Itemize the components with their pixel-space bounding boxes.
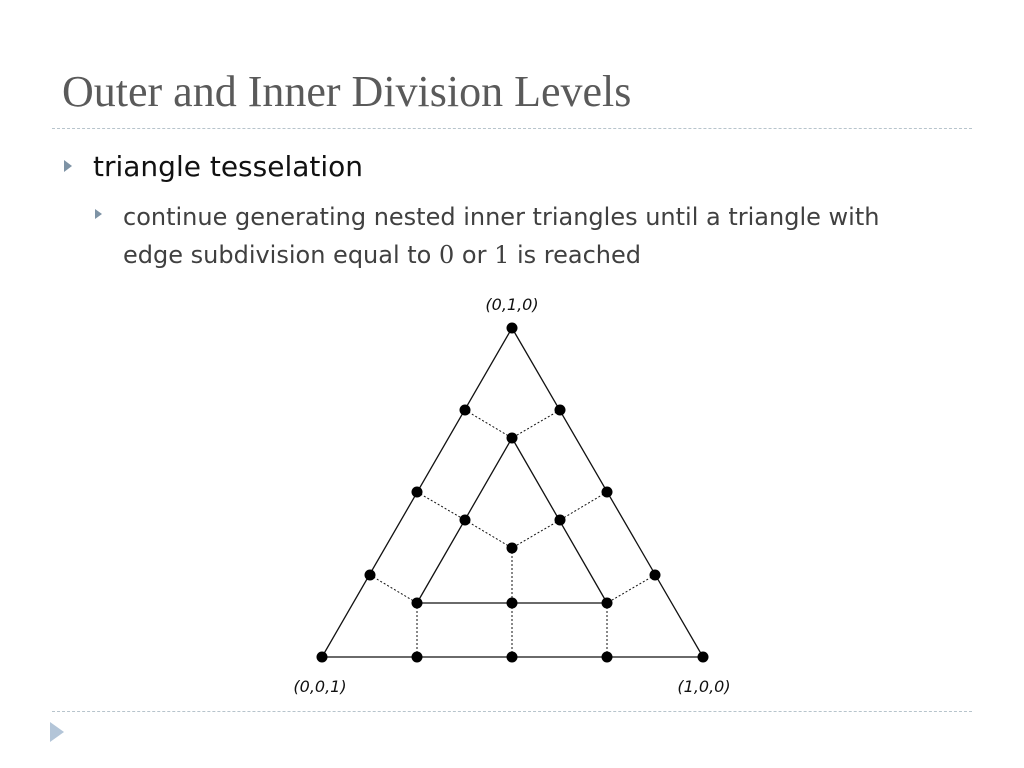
footer-divider (52, 711, 972, 712)
label-bottom-right-vertex: (1,0,0) (677, 677, 730, 696)
vertex (601, 651, 613, 663)
bullet-level2: continue generating nested inner triangl… (123, 198, 983, 274)
connector (559, 491, 608, 521)
value-zero: 0 (438, 241, 455, 269)
vertex (554, 514, 566, 526)
connector (464, 409, 513, 439)
vertex (506, 651, 518, 663)
vertex (506, 597, 518, 609)
slide-title: Outer and Inner Division Levels (62, 67, 632, 116)
vertex (411, 486, 423, 498)
vertex (506, 542, 518, 554)
vertex (411, 597, 423, 609)
connector (464, 519, 513, 549)
value-one: 1 (494, 241, 510, 269)
or-word: or (454, 241, 495, 269)
vertex (506, 432, 518, 444)
bullet-level2-prefix: edge subdivision equal to (123, 241, 439, 269)
label-top-vertex: (0,1,0) (485, 295, 538, 314)
inner-triangle (416, 437, 608, 604)
vertex (697, 651, 709, 663)
bullet-level2-line1: continue generating nested inner triangl… (123, 203, 880, 231)
vertex (506, 322, 518, 334)
vertices (316, 322, 709, 663)
bullet-level2-suffix: is reached (509, 241, 642, 269)
bullet-arrow-icon (64, 160, 72, 172)
connector (511, 519, 561, 549)
play-triangle-icon[interactable] (50, 722, 64, 742)
title-divider (52, 128, 972, 129)
vertex (601, 597, 613, 609)
connector (606, 574, 656, 604)
bullet-level2-line2: edge subdivision equal to 0 or 1 is reac… (123, 236, 983, 274)
sub-bullet-arrow-icon (95, 209, 102, 219)
bullet-level1: triangle tesselation (93, 150, 364, 183)
connector (416, 491, 466, 521)
vertex (554, 404, 566, 416)
vertex (364, 569, 376, 581)
vertex (411, 651, 423, 663)
vertex (649, 569, 661, 581)
vertex (459, 514, 471, 526)
label-bottom-left-vertex: (0,0,1) (293, 677, 346, 696)
connector-lines (369, 409, 656, 657)
tessellation-diagram: (0,1,0) (0,0,1) (1,0,0) (293, 295, 730, 696)
vertex (316, 651, 328, 663)
vertex (459, 404, 471, 416)
connector (369, 574, 418, 604)
connector (511, 409, 561, 439)
vertex (601, 486, 613, 498)
